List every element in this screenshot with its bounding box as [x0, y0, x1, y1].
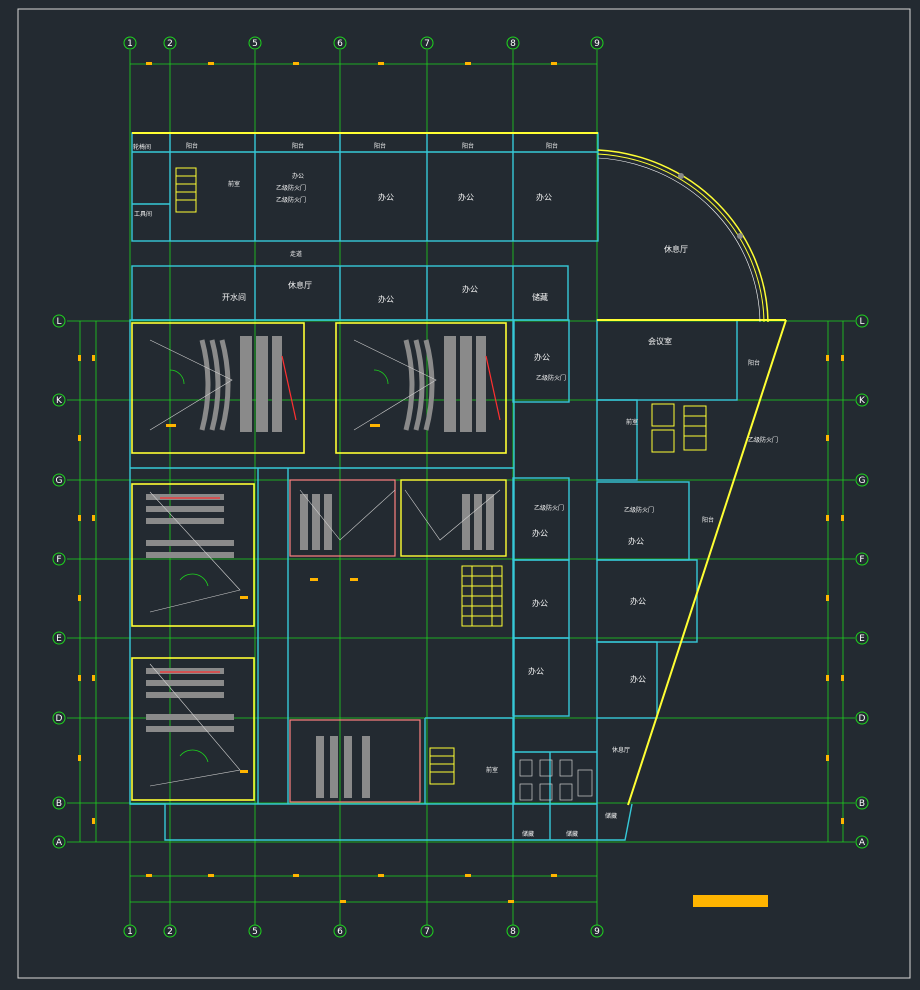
room-label-lounge-b: 休息厅	[612, 746, 630, 754]
fire-door-label-1: 乙级防火门	[276, 184, 306, 192]
axis-col-8-top: 8	[510, 39, 516, 49]
axis-row-B-right: B	[859, 799, 865, 809]
axis-col-5-top: 5	[252, 39, 258, 49]
stairs	[175, 167, 707, 785]
room-label-water: 开水间	[222, 292, 246, 302]
fire-door-label-3: 乙级防火门	[536, 374, 566, 382]
axis-col-7-bottom: 7	[424, 927, 430, 937]
room-label-stair-room-r: 前室	[626, 418, 638, 426]
room-label-stair-room-b: 前室	[486, 766, 498, 774]
axis-row-G-left: G	[56, 476, 63, 486]
axis-grid	[67, 50, 855, 925]
room-label-balcony-r1: 阳台	[748, 359, 760, 367]
room-label-office-b3: 办公	[528, 666, 544, 676]
dimension-markers	[78, 62, 844, 903]
room-label-office-b1: 办公	[532, 528, 548, 538]
facade	[132, 132, 787, 806]
room-label-tools-top: 轮椅间	[133, 143, 151, 151]
lecture-halls	[131, 322, 507, 803]
axis-row-E-right: E	[859, 634, 865, 644]
axis-col-1-top: 1	[127, 39, 133, 49]
drawing-title-stamp	[693, 895, 768, 907]
axis-row-K-left: K	[56, 396, 63, 406]
room-label-balcony-3: 阳台	[374, 142, 386, 150]
axis-col-9-top: 9	[594, 39, 600, 49]
room-label-balcony-r2: 阳台	[702, 516, 714, 524]
room-label-office-3: 办公	[536, 192, 552, 202]
room-label-balcony-2: 阳台	[292, 142, 304, 150]
axis-row-A-left: A	[56, 838, 63, 848]
room-label-office-2: 办公	[458, 192, 474, 202]
axis-col-6-top: 6	[337, 39, 343, 49]
fire-door-label-6: 乙级防火门	[624, 506, 654, 514]
room-label-corridor: 走道	[290, 250, 302, 258]
room-label-meeting: 会议室	[648, 336, 672, 346]
fire-door-label-5: 乙级防火门	[534, 504, 564, 512]
axis-bubbles-right: L K G F E D B A	[855, 314, 869, 849]
room-label-balcony-4: 阳台	[462, 142, 474, 150]
axis-col-9-bottom: 9	[594, 927, 600, 937]
room-label-office-r3: 办公	[630, 596, 646, 606]
axis-col-2-bottom: 2	[167, 927, 173, 937]
room-label-office-1: 办公	[378, 192, 394, 202]
axis-bubbles-left: L K G F E D B A	[52, 314, 66, 849]
room-label-office-r4: 办公	[630, 674, 646, 684]
room-label-office-door-a: 办公	[292, 172, 304, 180]
room-label-lounge-arc: 休息厅	[664, 244, 688, 254]
room-label-office-r2: 办公	[628, 536, 644, 546]
axis-row-B-left: B	[56, 799, 62, 809]
axis-col-6-bottom: 6	[337, 927, 343, 937]
room-label-office-5: 办公	[462, 284, 478, 294]
room-label-office-4: 办公	[378, 294, 394, 304]
axis-bubbles-top: 1 2 5 6 7 8 9	[123, 36, 604, 50]
fire-door-label-2: 乙级防火门	[276, 196, 306, 204]
axis-col-7-top: 7	[424, 39, 430, 49]
axis-row-A-right: A	[859, 838, 866, 848]
toilet-fixtures	[519, 759, 593, 801]
room-label-balcony-5: 阳台	[546, 142, 558, 150]
axis-row-G-right: G	[859, 476, 866, 486]
axis-row-F-left: F	[56, 555, 61, 565]
axis-row-F-right: F	[859, 555, 864, 565]
drawing-border	[17, 8, 911, 979]
axis-row-E-left: E	[56, 634, 62, 644]
axis-col-8-bottom: 8	[510, 927, 516, 937]
building-walls	[129, 132, 738, 841]
axis-row-L-right: L	[859, 317, 864, 327]
fire-door-label-4: 乙级防火门	[748, 436, 778, 444]
axis-col-1-bottom: 1	[127, 927, 133, 937]
axis-row-K-right: K	[859, 396, 866, 406]
room-label-lounge-mid: 休息厅	[288, 280, 312, 290]
room-label-office-b2: 办公	[532, 598, 548, 608]
room-label-storage-b1: 储藏	[605, 812, 617, 820]
axis-row-D-left: D	[56, 714, 63, 724]
room-label-storage: 储藏	[532, 292, 548, 302]
axis-bubbles-bottom: 1 2 5 6 7 8 9	[123, 924, 604, 938]
room-label-balcony-1: 阳台	[186, 142, 198, 150]
axis-row-D-right: D	[859, 714, 866, 724]
room-label-storage-b2: 储藏	[522, 830, 534, 838]
room-label-office-r1: 办公	[534, 352, 550, 362]
arc-lounge	[597, 149, 769, 323]
room-labels: 轮椅间 工具间 阳台 阳台 阳台 阳台 阳台 前室 办公 乙级防火门 乙级防火门…	[133, 142, 778, 838]
room-label-tools: 工具间	[134, 210, 152, 218]
axis-col-5-bottom: 5	[252, 927, 258, 937]
room-label-storage-b3: 储藏	[566, 830, 578, 838]
room-label-stair-room: 前室	[228, 180, 240, 188]
axis-col-2-top: 2	[167, 39, 173, 49]
axis-row-L-left: L	[56, 317, 61, 327]
